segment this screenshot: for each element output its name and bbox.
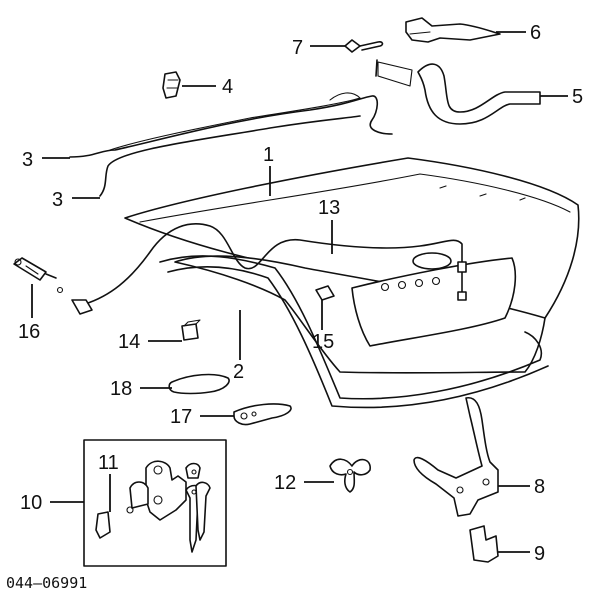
- lock-cylinder: [126, 460, 201, 521]
- callout-18: 18: [110, 378, 132, 400]
- trunk-lid: [124, 157, 580, 374]
- callout-8: 8: [534, 476, 545, 498]
- callout-3-lower: 3: [52, 189, 63, 211]
- lid-cushion: [315, 285, 335, 301]
- bumper-stopper: [181, 319, 201, 341]
- pull-strap: [233, 403, 292, 426]
- key-set: [185, 481, 211, 553]
- callout-12: 12: [274, 472, 296, 494]
- wiring-clip: [329, 458, 371, 493]
- callout-11: 11: [98, 452, 119, 474]
- figure-code: 044–06991: [6, 574, 87, 592]
- callout-16: 16: [18, 321, 40, 343]
- wire-harness: [69, 92, 393, 197]
- leader-lines: [31, 31, 568, 553]
- lid-sensor: [13, 257, 57, 281]
- cushion-clip: [162, 71, 181, 99]
- weatherstrip: [159, 255, 549, 409]
- callout-2: 2: [233, 361, 244, 383]
- lock-cylinder-kit-box: [83, 439, 227, 567]
- callout-17: 17: [170, 406, 192, 428]
- callout-14: 14: [118, 331, 140, 353]
- callout-9: 9: [534, 543, 545, 565]
- callout-15: 15: [312, 331, 334, 353]
- callout-4: 4: [222, 76, 233, 98]
- lock-striker: [469, 525, 499, 563]
- callout-5: 5: [572, 86, 583, 108]
- cylinder-retainer: [95, 511, 111, 539]
- torsion-rod-bracket: [405, 17, 501, 43]
- inside-handle: [168, 373, 230, 395]
- release-cable: [84, 223, 467, 305]
- callout-10: 10: [20, 492, 42, 514]
- hinge-arm: [375, 59, 541, 125]
- callout-7: 7: [292, 37, 303, 59]
- callout-3-upper: 3: [22, 149, 33, 171]
- callout-6: 6: [530, 22, 541, 44]
- stay-clip: [344, 39, 384, 53]
- callout-13: 13: [318, 197, 340, 219]
- callout-1: 1: [263, 144, 274, 166]
- cable-end: [56, 286, 93, 315]
- lock-latch: [413, 396, 499, 517]
